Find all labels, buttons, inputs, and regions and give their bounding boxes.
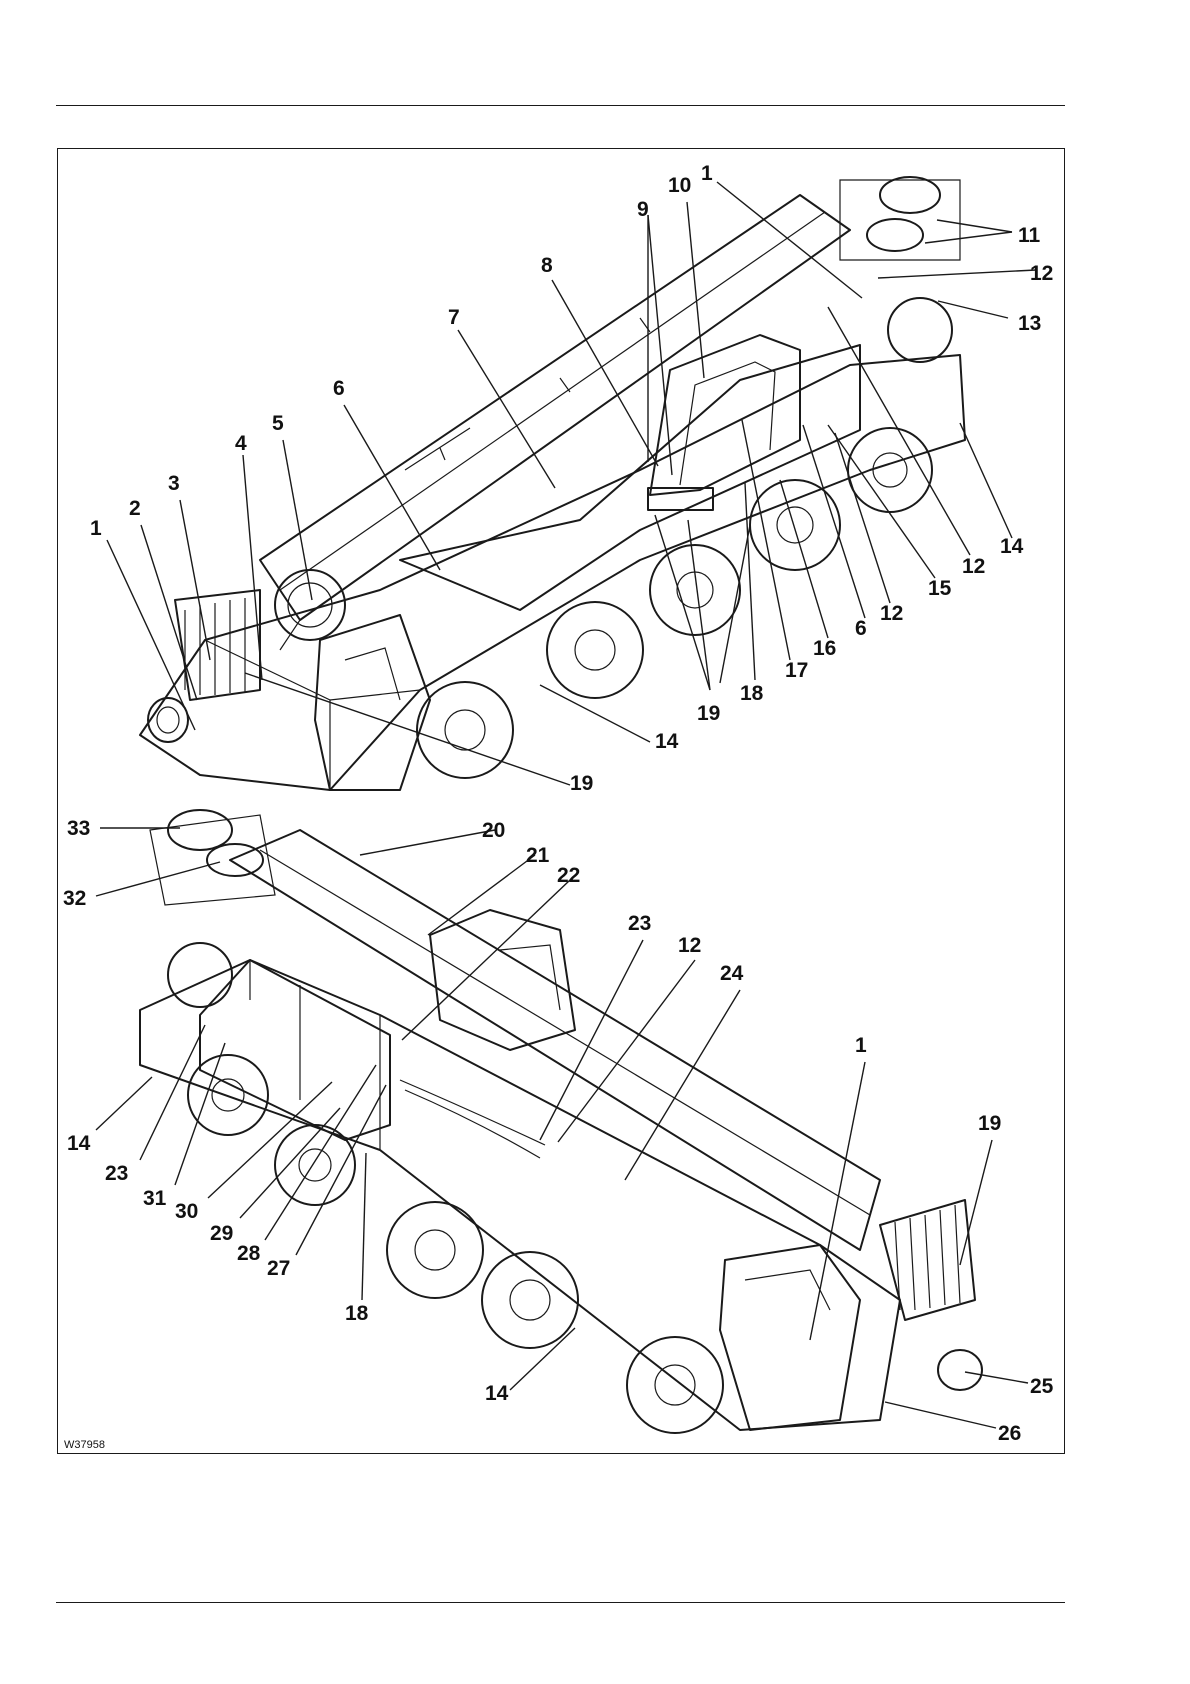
lower-wheels xyxy=(168,943,723,1433)
callout-28: 28 xyxy=(237,1242,261,1265)
callout-1-upper-top: 1 xyxy=(701,162,713,185)
callout-19-upper-bottom: 19 xyxy=(570,772,593,795)
callout-24: 24 xyxy=(720,962,744,985)
callout-labels: 1 2 3 4 5 6 7 8 9 10 1 11 12 13 14 12 15… xyxy=(63,162,1054,1451)
callout-31: 31 xyxy=(143,1187,167,1210)
callout-16: 16 xyxy=(813,637,836,660)
callout-30: 30 xyxy=(175,1200,198,1223)
callout-8: 8 xyxy=(541,254,553,277)
callout-14-lower-bottom: 14 xyxy=(485,1382,509,1405)
callout-22: 22 xyxy=(557,864,580,887)
callout-14-upper-mid: 14 xyxy=(655,730,679,753)
callout-11: 11 xyxy=(1018,224,1041,247)
callout-1-lower: 1 xyxy=(855,1034,867,1057)
callout-12-upper-a: 12 xyxy=(962,555,985,578)
callout-3: 3 xyxy=(168,472,180,495)
callout-4: 4 xyxy=(235,432,247,455)
callout-25: 25 xyxy=(1030,1375,1054,1398)
callout-15: 15 xyxy=(928,577,952,600)
callout-14-upper-right: 14 xyxy=(1000,535,1024,558)
crane-lower-view xyxy=(140,810,982,1433)
callout-5: 5 xyxy=(272,412,284,435)
callout-12-lower: 12 xyxy=(678,934,701,957)
callout-6-upper-b: 6 xyxy=(855,617,867,640)
callout-18-lower: 18 xyxy=(345,1302,369,1325)
callout-14-lower-left: 14 xyxy=(67,1132,91,1155)
callout-12-upper-right: 12 xyxy=(1030,262,1053,285)
callout-20: 20 xyxy=(482,819,505,842)
callout-19-upper-mid: 19 xyxy=(697,702,720,725)
callout-7: 7 xyxy=(448,306,460,329)
callout-33: 33 xyxy=(67,817,90,840)
callout-12-upper-b: 12 xyxy=(880,602,903,625)
callout-32: 32 xyxy=(63,887,86,910)
callout-10: 10 xyxy=(668,174,691,197)
callout-29: 29 xyxy=(210,1222,233,1245)
callout-2: 2 xyxy=(129,497,141,520)
figure-id: W37958 xyxy=(64,1439,105,1451)
callout-9: 9 xyxy=(637,198,649,221)
callout-1-upper-left: 1 xyxy=(90,517,102,540)
callout-19-lower: 19 xyxy=(978,1112,1001,1135)
callout-23-lower-left: 23 xyxy=(105,1162,128,1185)
callout-27: 27 xyxy=(267,1257,290,1280)
callout-18-upper: 18 xyxy=(740,682,764,705)
callout-6-upper: 6 xyxy=(333,377,345,400)
callout-26: 26 xyxy=(998,1422,1021,1445)
callout-13: 13 xyxy=(1018,312,1041,335)
callout-21: 21 xyxy=(526,844,550,867)
callout-17: 17 xyxy=(785,659,808,682)
callout-23-lower-top: 23 xyxy=(628,912,651,935)
